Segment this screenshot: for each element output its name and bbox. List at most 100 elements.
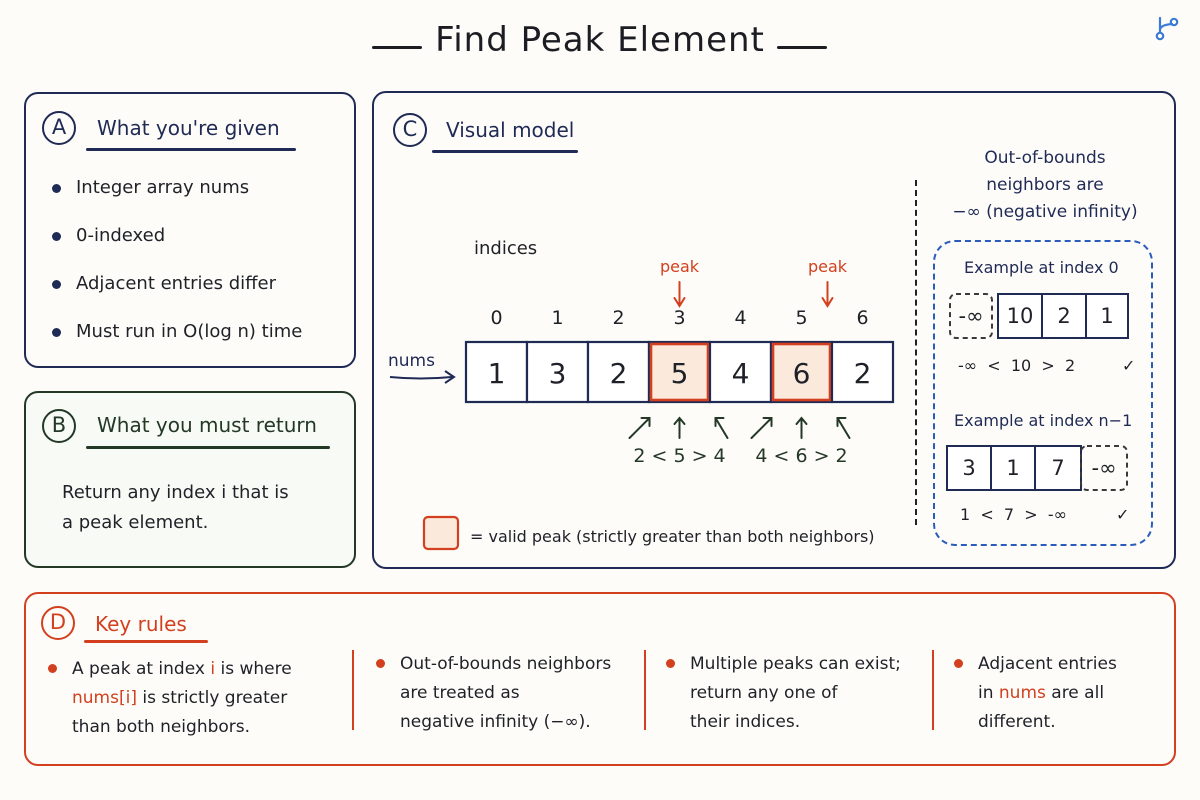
rule-multiple-peaks: Multiple peaks can exist; return any one… (666, 650, 946, 737)
example-value: 1 (1100, 304, 1113, 328)
array-diagram: 0 1 2 3 4 5 6 peak peak 1 3 2 5 4 6 2 2 < 5 > 4 4 < 6 … (388, 257, 895, 551)
array-value: 1 (488, 357, 506, 390)
comparison-arrows: 2 < 5 > 4 4 < 6 > 2 (628, 416, 851, 467)
example-value: 1 (1006, 456, 1019, 480)
rule-adjacent-differ: Adjacent entries in nums are all differe… (954, 650, 1164, 737)
return-text: Return any index i that is a peak elemen… (62, 482, 289, 533)
example-last-title: Example at index n−1 (954, 411, 1133, 430)
panel-given (24, 92, 356, 368)
heading-key-rules: Key rules (95, 612, 187, 636)
given-item: Must run in O(log n) time (50, 320, 302, 368)
legend-swatch (422, 515, 460, 551)
given-list: Integer array nums 0-indexed Adjacent en… (50, 176, 302, 368)
bullet-dot (52, 232, 61, 241)
example-cell (1041, 293, 1087, 339)
badge-c: C (393, 113, 427, 147)
example-value: -∞ (1091, 456, 1116, 480)
divider-dashed (915, 180, 917, 525)
comparison-text: 2 < 5 > 4 (633, 445, 725, 467)
rule-peak-definition: A peak at index i is where nums[i] is st… (48, 655, 338, 742)
example-value: 3 (962, 456, 975, 480)
comparison-arrow (750, 417, 773, 439)
array-cell (586, 340, 651, 404)
index-label: 5 (795, 307, 807, 329)
badge-a: A (42, 111, 76, 145)
example0-title: Example at index 0 (964, 258, 1119, 277)
heading-underline (86, 446, 330, 449)
array-value: 5 (671, 357, 689, 390)
legend-text: = valid peak (strictly greater than both… (470, 527, 875, 546)
rule-out-of-bounds: Out-of-bounds neighbors are treated as n… (376, 650, 656, 737)
example-value: 2 (1057, 304, 1070, 328)
example-cell (997, 293, 1043, 339)
bullet-dot (376, 659, 385, 668)
page-title: Find Peak Element (435, 20, 765, 60)
heading-return: What you must return (97, 413, 317, 437)
given-item: 0-indexed (50, 224, 302, 272)
git-branch-icon (1155, 16, 1179, 41)
index-label: 3 (673, 307, 685, 329)
rule-separator (352, 650, 354, 730)
badge-d: D (41, 606, 75, 640)
examples-box (933, 240, 1153, 546)
bullet-dot (52, 328, 61, 337)
example-cell (1034, 445, 1082, 491)
example-value: 10 (1007, 304, 1034, 328)
example0-check: ✓ (1122, 356, 1136, 375)
nums-label: nums (388, 351, 435, 371)
heading-underline (432, 150, 578, 153)
peak-label: peak (808, 257, 848, 276)
comparison-text: 4 < 6 > 2 (755, 445, 847, 467)
oob-cell (949, 293, 993, 339)
example-value: 7 (1051, 456, 1064, 480)
indices-label: indices (474, 238, 538, 259)
panel-return (24, 391, 356, 568)
given-item: Integer array nums (50, 176, 302, 224)
index-label: 1 (551, 307, 563, 329)
given-item: Adjacent entries differ (50, 272, 302, 320)
rule-separator (932, 650, 934, 730)
example-cell (946, 445, 992, 491)
example-last-cells: 3 1 7 -∞ (946, 445, 1128, 491)
panel-key-rules (24, 592, 1176, 766)
index-label: 2 (612, 307, 624, 329)
array-value: 2 (854, 357, 872, 390)
comparison-arrow (673, 416, 686, 439)
example0-cells: -∞ 10 2 1 (949, 293, 1129, 339)
index-label: 6 (856, 307, 868, 329)
example-value: -∞ (958, 304, 983, 328)
index-label: 4 (734, 307, 746, 329)
comparison-arrow (836, 417, 851, 439)
nums-arrow (389, 376, 453, 380)
peak-markers: peak peak (660, 257, 848, 308)
array-cell (830, 340, 895, 404)
example-cell (990, 445, 1036, 491)
bullet-dot (52, 184, 61, 193)
panel-visual-model (372, 91, 1176, 569)
array-value: 4 (732, 357, 750, 390)
peak-cell (771, 342, 832, 402)
heading-visual-model: Visual model (446, 118, 575, 142)
bullet-dot (666, 659, 675, 668)
title-rule-left (372, 46, 422, 49)
comparison-arrow (714, 417, 729, 439)
index-row: 0 1 2 3 4 5 6 (490, 307, 868, 329)
example-last-check: ✓ (1116, 505, 1130, 524)
array-value: 2 (610, 357, 628, 390)
oob-note: Out-of-bounds neighbors are −∞ (negative… (952, 148, 1138, 222)
example0-comparison: -∞ < 10 > 2 (958, 356, 1076, 375)
array-value: 6 (793, 357, 811, 390)
bullet-dot (48, 664, 57, 673)
comparison-arrow (628, 417, 651, 439)
array-cell (708, 340, 773, 404)
badge-b: B (42, 409, 76, 443)
oob-cell (1080, 445, 1128, 491)
heading-underline (86, 148, 296, 151)
comparison-arrow (795, 416, 808, 439)
index-label: 0 (490, 307, 502, 329)
peak-arrow (673, 281, 686, 308)
peak-label: peak (660, 257, 700, 276)
peak-arrow (821, 281, 834, 308)
array-value: 3 (549, 357, 567, 390)
example-last-comparison: 1 < 7 > -∞ (960, 505, 1067, 524)
